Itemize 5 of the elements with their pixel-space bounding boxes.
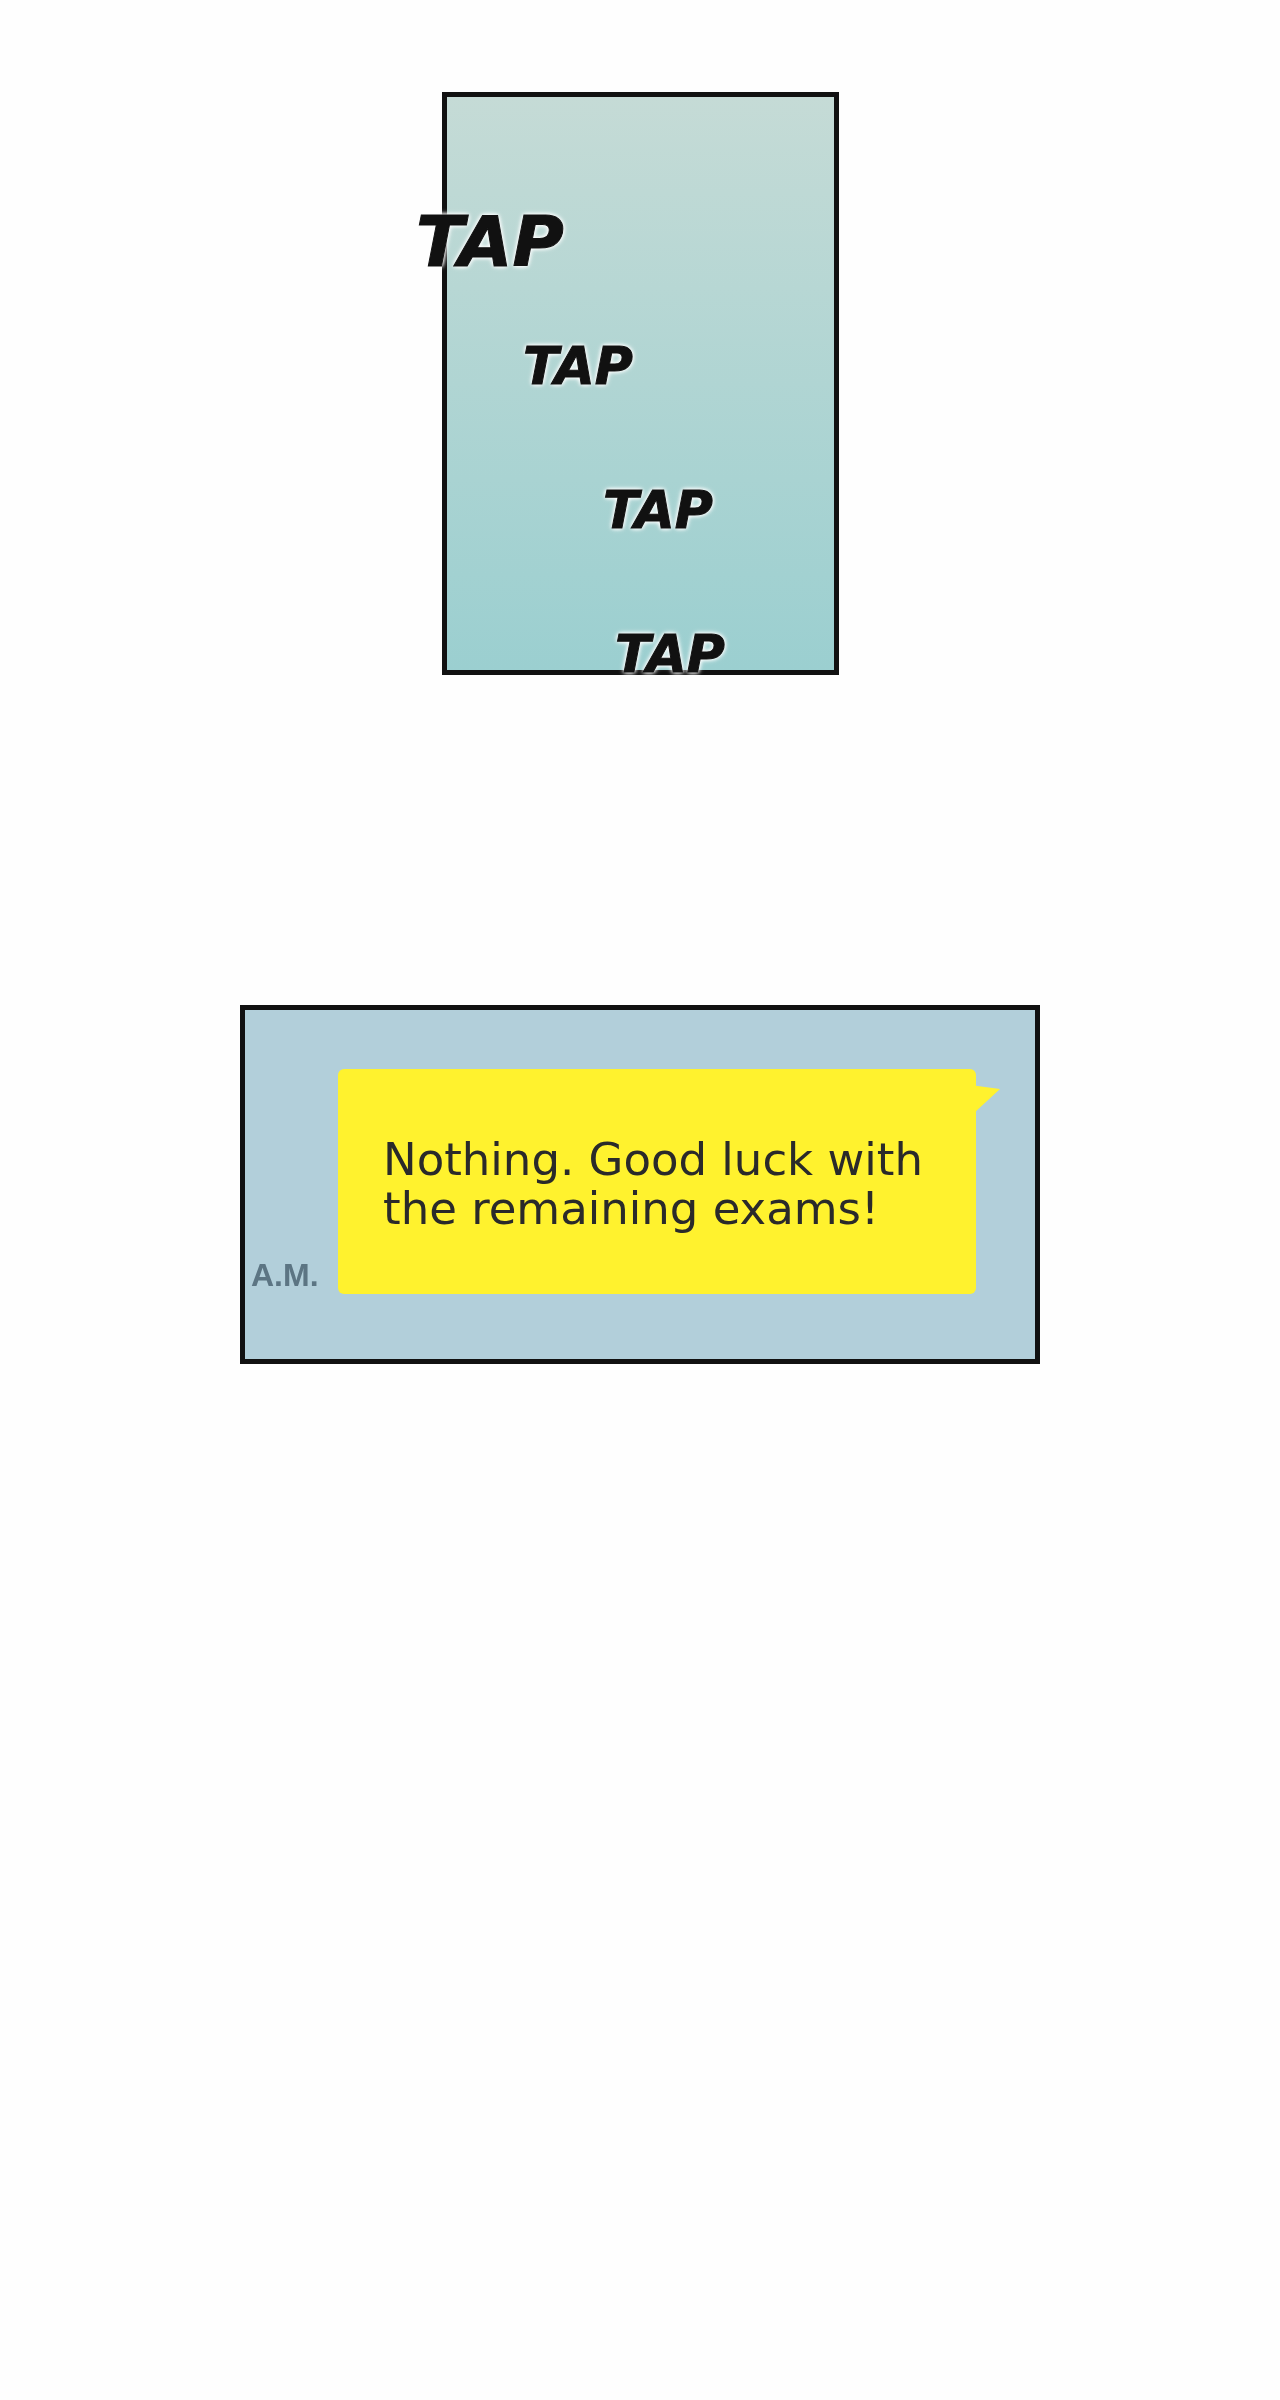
sound-effect-text: TAP	[523, 340, 633, 392]
timestamp: A.M.	[251, 1257, 319, 1294]
sound-effect-text: TAP	[603, 484, 713, 536]
sound-effect-text: TAP	[615, 628, 725, 680]
chat-bubble: Nothing. Good luck with the remaining exams!	[338, 1069, 976, 1294]
